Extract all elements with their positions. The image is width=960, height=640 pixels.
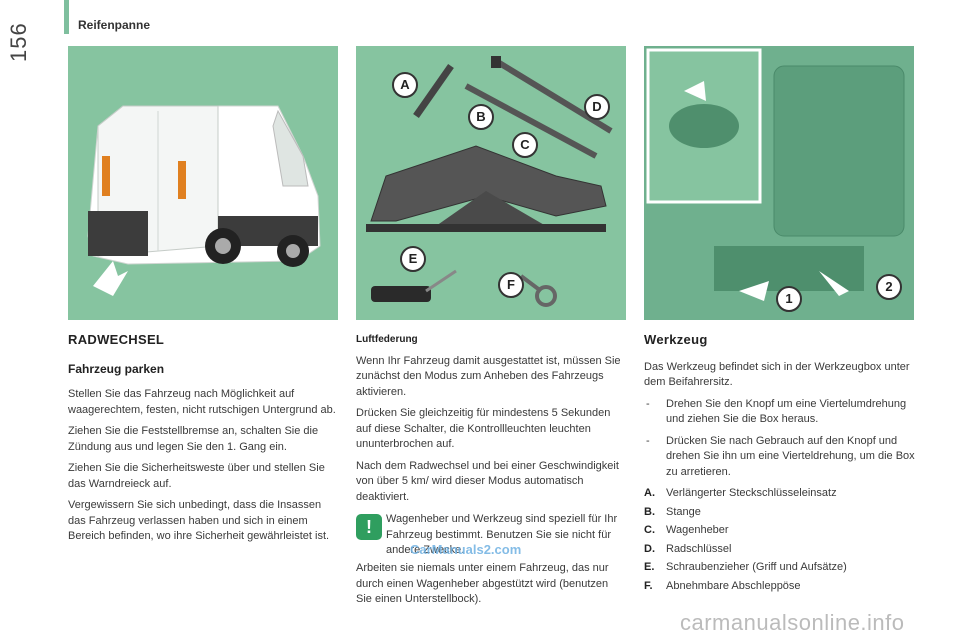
tool-item: E. Schraubenzieher (Griff und Aufsätze) [644, 560, 916, 576]
tool-item: F. Abnehmbare Abschleppöse [644, 579, 916, 595]
paragraph: Ziehen Sie die Sicherheitsweste über und… [68, 462, 325, 490]
tool-label-c: C [512, 132, 538, 158]
watermark-bottom: carmanualsonline.info [680, 610, 905, 635]
middle-column: Luftfederung Wenn Ihr Fahrzeug damit aus… [356, 332, 626, 511]
tool-label-e: E [400, 246, 426, 272]
right-column: Werkzeug Das Werkzeug befindet sich in d… [644, 332, 916, 597]
final-note: Arbeiten sie niemals unter einem Fahrzeu… [356, 562, 609, 605]
tool-name: Schraubenzieher (Griff und Aufsätze) [666, 561, 847, 573]
tool-label-b: B [468, 104, 494, 130]
tool-item: C. Wagenheber [644, 523, 916, 539]
tool-letter: D. [644, 542, 655, 555]
tool-name: Wagenheber [666, 524, 729, 536]
paragraph: Drücken Sie gleichzeitig für mindestens … [356, 407, 611, 450]
step-text: Drücken Sie nach Gebrauch auf den Knopf … [666, 434, 915, 478]
tool-label-a: A [392, 72, 418, 98]
step-label-1: 1 [776, 286, 802, 312]
tools-illustration: A B C D E F [356, 46, 626, 320]
tool-letter: A. [644, 487, 655, 499]
section-subheading: Fahrzeug parken [68, 361, 165, 376]
paragraph: Wenn Ihr Fahrzeug damit ausgestattet ist… [356, 354, 621, 398]
tool-label-f: F [498, 272, 524, 298]
list-item: - Drehen Sie den Knopf um eine Viertelum… [644, 397, 916, 428]
tool-item: A. Verlängerter Steckschlüsseleinsatz [644, 486, 916, 502]
watermark-mid: CarManuals2.com [410, 542, 522, 557]
tool-name: Radschlüssel [666, 542, 732, 555]
paragraph: Vergewissern Sie sich unbedingt, dass di… [68, 499, 330, 542]
tools-heading: Werkzeug [644, 332, 708, 347]
dash-marker: - [646, 397, 650, 410]
warning-text: Wagenheber und Werkzeug sind speziell fü… [386, 513, 618, 556]
paragraph: Stellen Sie das Fahrzeug nach Möglichkei… [68, 388, 336, 416]
tool-letter: E. [644, 561, 655, 573]
tool-letter: C. [644, 524, 655, 536]
paragraph: Ziehen Sie die Feststellbremse an, schal… [68, 425, 319, 453]
air-suspension-heading: Luftfederung [356, 334, 418, 345]
chapter-marker [64, 0, 69, 34]
tool-item: D. Radschlüssel [644, 542, 916, 558]
list-item: - Drücken Sie nach Gebrauch auf den Knop… [644, 434, 916, 481]
step-text: Drehen Sie den Knopf um eine Viertelumdr… [666, 397, 907, 426]
tool-name: Verlängerter Steckschlüsseleinsatz [666, 487, 837, 499]
section-heading: RADWECHSEL [68, 332, 165, 347]
tool-name: Stange [666, 505, 701, 518]
chapter-title: Reifenpanne [78, 18, 151, 32]
tools-intro: Das Werkzeug befindet sich in der Werkze… [644, 360, 910, 389]
van-illustration [68, 46, 338, 320]
van-drawing [68, 46, 338, 320]
tool-name: Abnehmbare Abschleppöse [666, 579, 801, 592]
tool-item: B. Stange [644, 505, 916, 521]
tool-label-d: D [584, 94, 610, 120]
page-number: 156 [6, 22, 31, 62]
tool-letter: B. [644, 505, 655, 518]
toolbox-drawing [644, 46, 914, 320]
paragraph: Nach dem Radwechsel und bei einer Geschw… [356, 459, 619, 503]
left-column: RADWECHSEL Fahrzeug parken Stellen Sie d… [68, 332, 340, 551]
warning-icon: ! [356, 514, 382, 540]
toolbox-illustration: 1 2 [644, 46, 914, 320]
step-label-2: 2 [876, 274, 902, 300]
tool-letter: F. [644, 579, 653, 592]
dash-marker: - [646, 434, 650, 447]
